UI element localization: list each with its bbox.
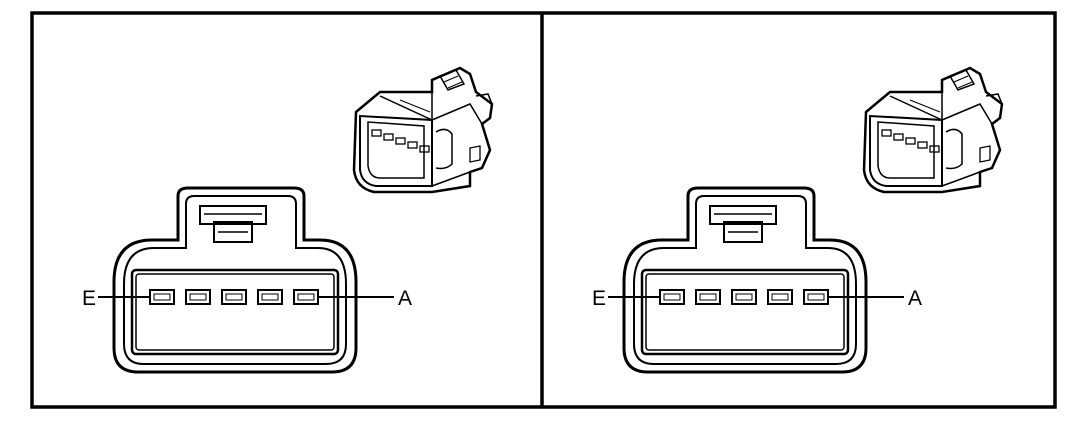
- pin-label-right: A: [908, 287, 922, 310]
- pin-label-left: E: [82, 287, 96, 310]
- pin-label-left: E: [592, 287, 606, 310]
- connector-3d-thumbnail-icon: [862, 66, 1004, 194]
- connector-face-drawing: [606, 186, 906, 374]
- connector-3d-thumbnail-icon: [352, 66, 494, 194]
- connector-face-drawing: [96, 186, 396, 374]
- pin-label-right: A: [398, 287, 412, 310]
- panel-right: E A: [592, 66, 1004, 374]
- panel-left: E A: [82, 66, 494, 374]
